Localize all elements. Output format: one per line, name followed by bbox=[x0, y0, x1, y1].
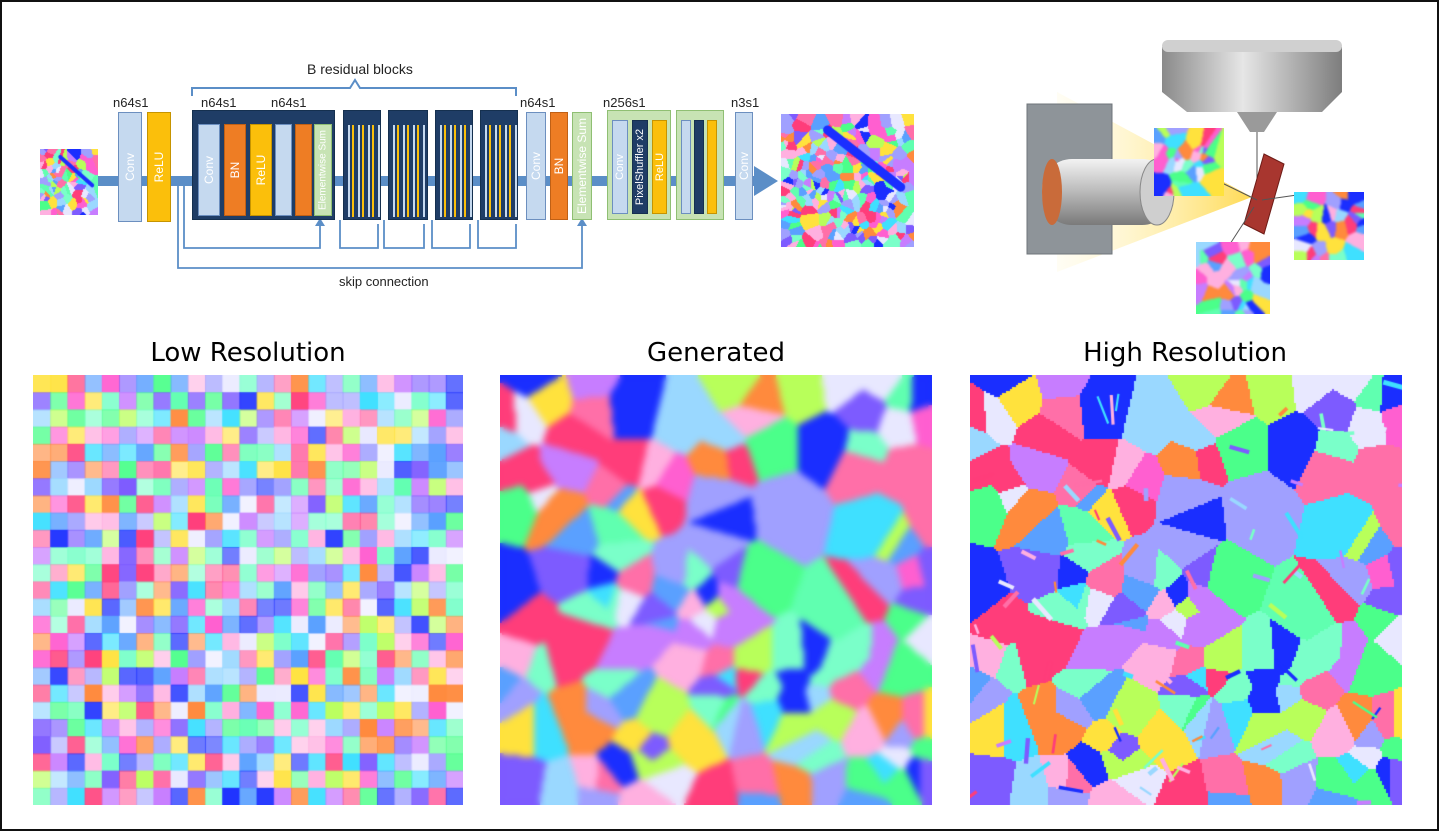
elementwise-sum-block: Elementwise Sum bbox=[572, 112, 592, 220]
conv-block: Conv bbox=[526, 112, 546, 220]
detector-cylinder bbox=[1042, 159, 1172, 225]
output-thumbnail bbox=[781, 114, 914, 247]
block-label: Elementwise Sum bbox=[575, 117, 589, 215]
layer-label: n64s1 bbox=[271, 95, 307, 110]
conv-block: Conv bbox=[198, 124, 220, 216]
residual-brace bbox=[191, 78, 517, 96]
layer-label: n3s1 bbox=[731, 95, 760, 110]
panel-title: Generated bbox=[647, 338, 785, 368]
layer-label: n64s1 bbox=[520, 95, 556, 110]
relu-block: ReLU bbox=[250, 124, 272, 216]
block-label: ReLU bbox=[152, 151, 166, 183]
conv-block bbox=[681, 120, 691, 214]
bn-block: BN bbox=[550, 112, 568, 220]
bn-block bbox=[295, 124, 312, 216]
relu-block: ReLU bbox=[652, 120, 667, 214]
orientation-map-sample bbox=[1294, 192, 1364, 260]
skip-connection-lines bbox=[177, 184, 587, 269]
block-label: Conv bbox=[202, 155, 216, 185]
skip-connection-label: skip connection bbox=[339, 274, 429, 289]
block-label: Conv bbox=[123, 152, 137, 182]
block-label: Conv bbox=[529, 151, 543, 181]
orientation-map-sample bbox=[1196, 242, 1270, 314]
relu-block: ReLU bbox=[147, 112, 171, 222]
elementwise-sum-block: Elementwise Sum bbox=[314, 124, 332, 216]
block-label: Conv bbox=[737, 151, 751, 181]
pole-piece bbox=[1162, 47, 1342, 112]
residual-blocks-label: B residual blocks bbox=[307, 61, 413, 77]
network-diagram: n64s1 n64s1 n64s1 n64s1 n256s1 n3s1 B re… bbox=[2, 2, 962, 312]
conv-block bbox=[275, 124, 292, 216]
block-label: ReLU bbox=[254, 154, 268, 186]
high-resolution-map bbox=[970, 375, 1402, 805]
block-label: ReLU bbox=[653, 152, 666, 182]
residual-block bbox=[388, 110, 428, 220]
block-label: Elementwise Sum bbox=[317, 129, 329, 211]
low-resolution-map bbox=[33, 375, 463, 805]
panel-title: Low Resolution bbox=[150, 338, 346, 368]
relu-block bbox=[707, 120, 717, 214]
layer-label: n64s1 bbox=[113, 95, 149, 110]
residual-block bbox=[480, 110, 518, 220]
layer-label: n64s1 bbox=[201, 95, 237, 110]
conv-block: Conv bbox=[735, 112, 753, 220]
layer-label: n256s1 bbox=[603, 95, 646, 110]
orientation-map-sample bbox=[1154, 128, 1224, 196]
block-label: BN bbox=[228, 161, 242, 179]
block-label: Conv bbox=[614, 154, 626, 180]
conv-block: Conv bbox=[612, 120, 628, 214]
input-thumbnail bbox=[40, 149, 98, 215]
block-label: PixelShuffler x2 bbox=[634, 128, 646, 206]
residual-block bbox=[343, 110, 381, 220]
sample bbox=[1243, 153, 1285, 235]
pixelshuffler-block: PixelShuffler x2 bbox=[632, 120, 648, 214]
generated-map bbox=[500, 375, 932, 805]
panel-title: High Resolution bbox=[1083, 338, 1287, 368]
arrow-head bbox=[754, 166, 778, 196]
block-label: BN bbox=[552, 157, 566, 175]
bn-block: BN bbox=[224, 124, 246, 216]
conv-block: Conv bbox=[118, 112, 142, 222]
residual-block bbox=[435, 110, 473, 220]
pixelshuffler-block bbox=[694, 120, 704, 214]
